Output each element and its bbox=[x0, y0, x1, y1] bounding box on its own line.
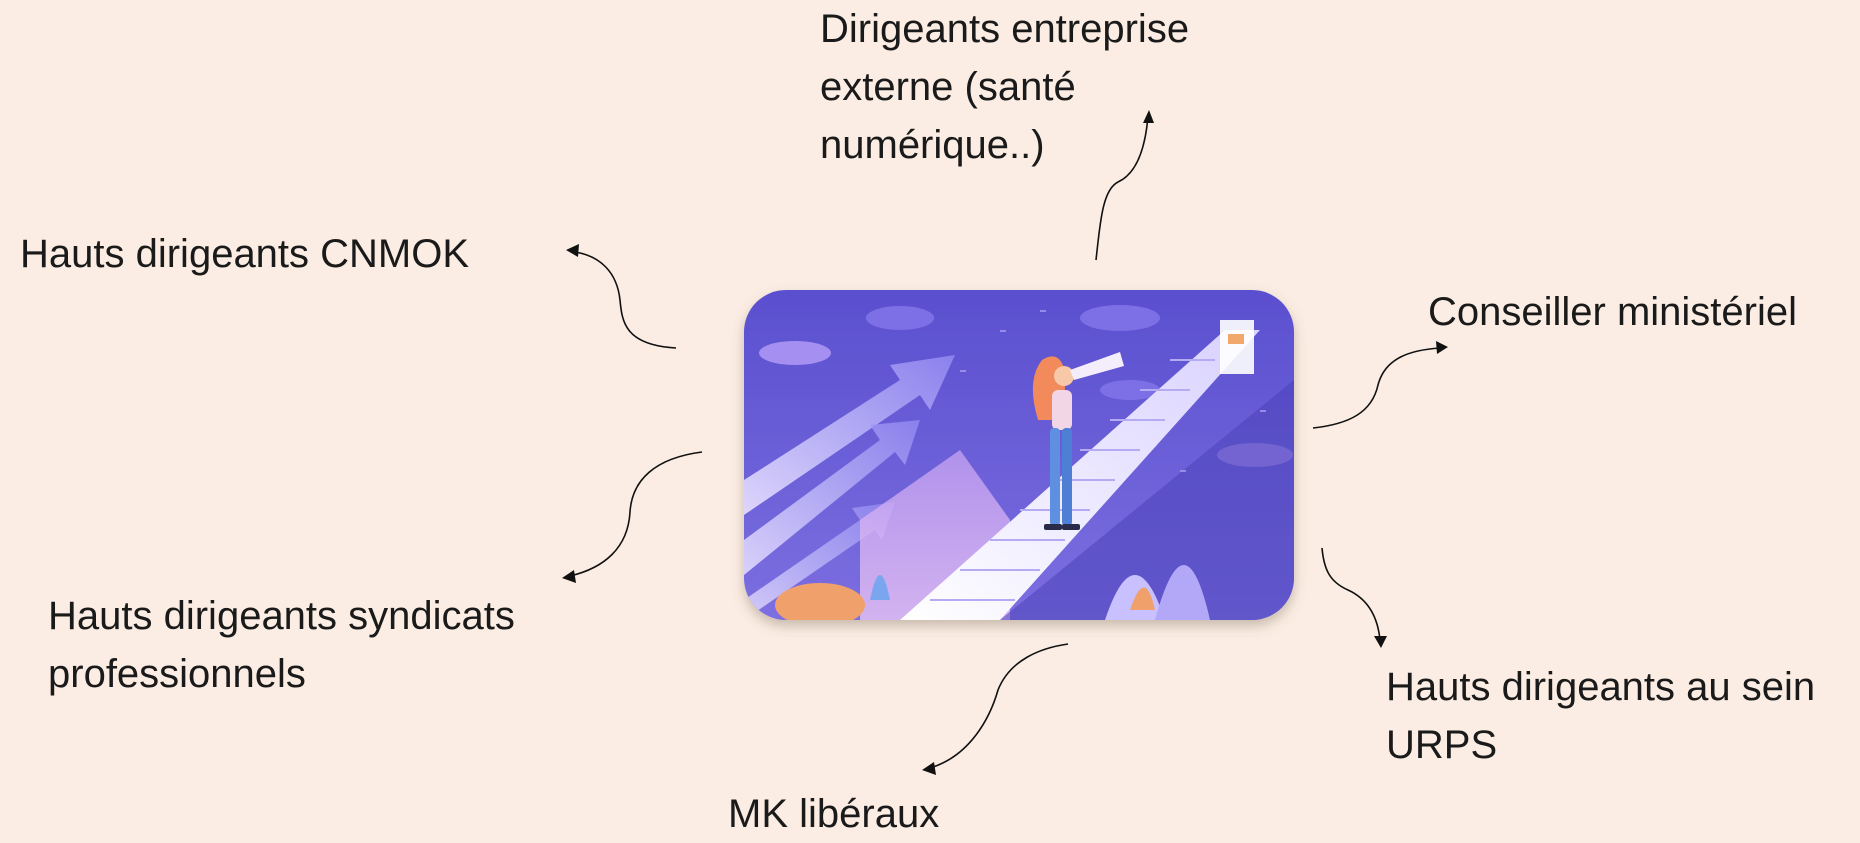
label-line: Hauts dirigeants au sein bbox=[1386, 665, 1816, 709]
label-line: externe (santé bbox=[820, 65, 1076, 109]
label-hauts-dirigeants-syndicats: Hauts dirigeants syndicats professionnel… bbox=[48, 587, 515, 703]
label-line: MK libéraux bbox=[728, 792, 940, 836]
label-line: Hauts dirigeants CNMOK bbox=[20, 232, 470, 276]
label-hauts-dirigeants-urps: Hauts dirigeants au sein URPS bbox=[1386, 658, 1815, 774]
label-line: URPS bbox=[1386, 723, 1498, 767]
center-illustration bbox=[744, 290, 1294, 620]
label-line: Hauts dirigeants syndicats bbox=[48, 594, 515, 638]
label-line: professionnels bbox=[48, 652, 306, 696]
arrow-to-cnmok-label bbox=[566, 244, 677, 349]
arrow-to-top-label bbox=[1095, 110, 1154, 261]
label-hauts-dirigeants-cnmok: Hauts dirigeants CNMOK bbox=[20, 225, 469, 283]
label-conseiller-ministeriel: Conseiller ministériel bbox=[1428, 283, 1797, 341]
person-figure bbox=[1032, 352, 1124, 530]
label-line: Conseiller ministériel bbox=[1428, 290, 1798, 334]
label-line: numérique..) bbox=[820, 123, 1045, 167]
label-line: Dirigeants entreprise bbox=[820, 7, 1190, 51]
arrow-to-conseiller-label bbox=[1312, 341, 1448, 429]
arrow-to-syndicats-label bbox=[562, 451, 703, 583]
arrow-to-urps-label bbox=[1321, 547, 1387, 648]
label-mk-liberaux: MK libéraux bbox=[728, 785, 939, 843]
label-dirigeants-entreprise-externe: Dirigeants entreprise externe (santé num… bbox=[820, 0, 1189, 174]
arrow-to-mk-label bbox=[922, 643, 1069, 775]
